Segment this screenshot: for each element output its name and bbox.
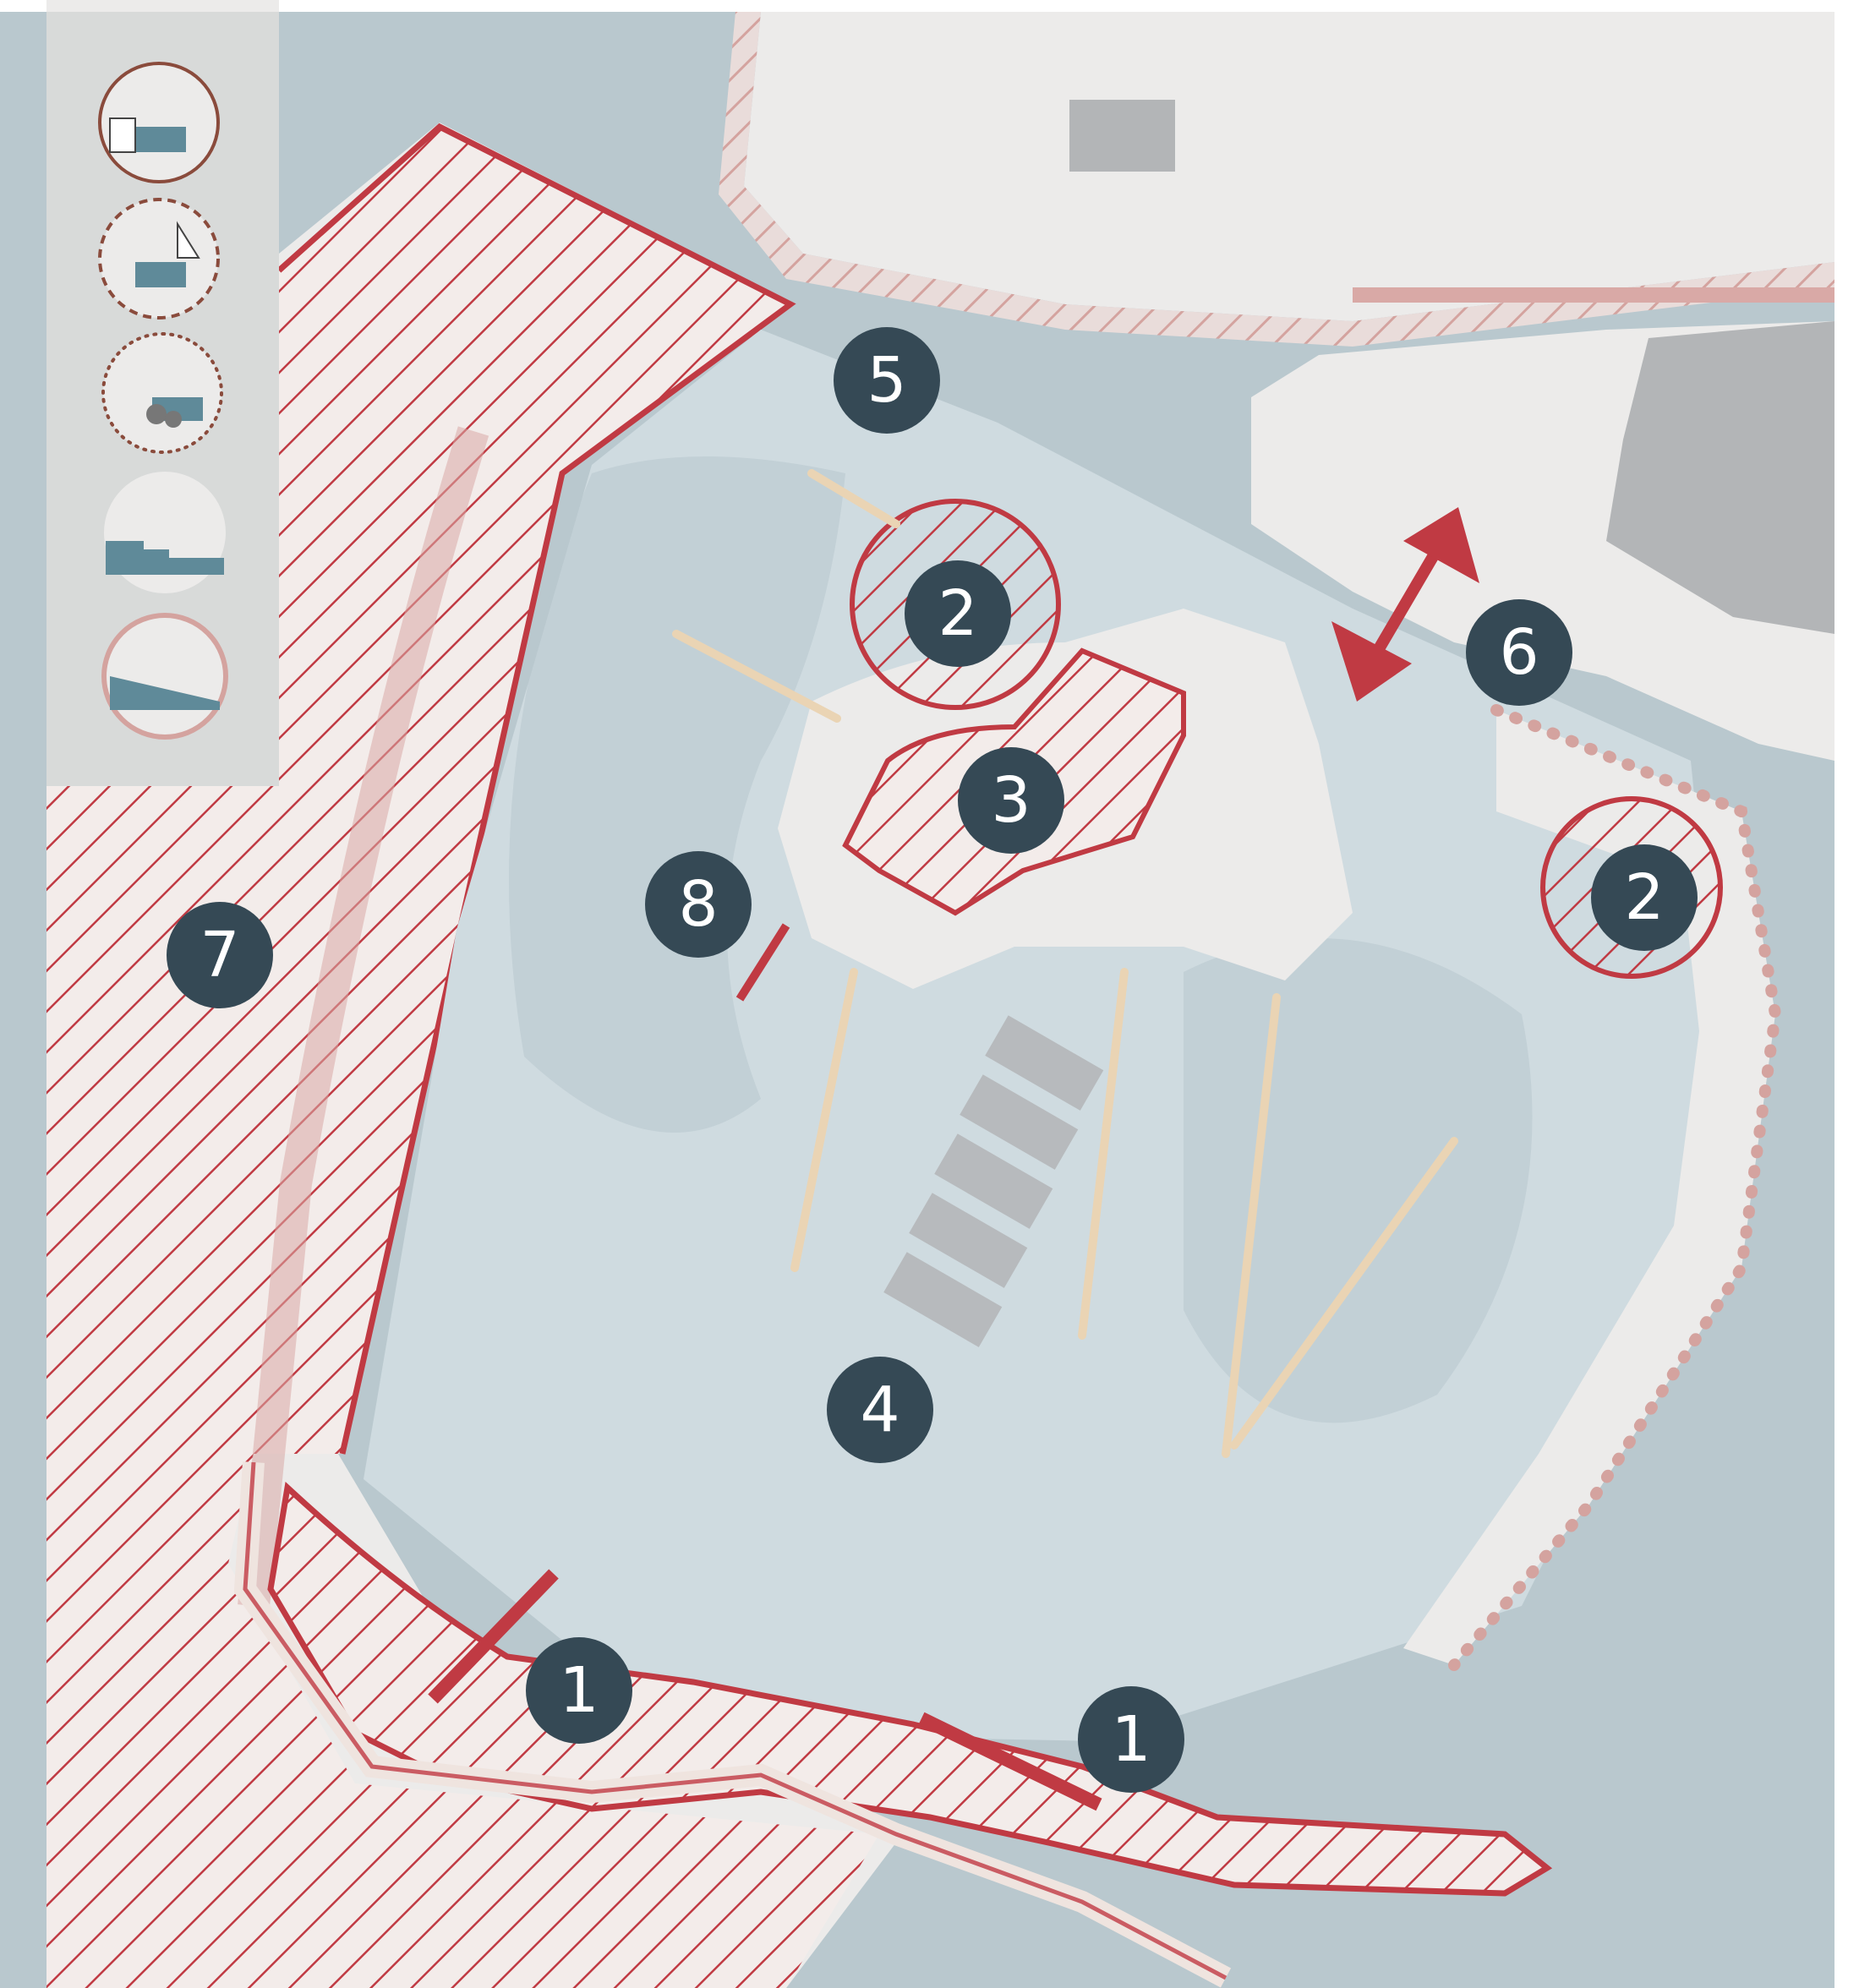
marker-8[interactable]: 8 xyxy=(645,851,752,958)
zone-7-outline xyxy=(276,123,796,1455)
zone-7-pale-band xyxy=(238,426,489,1608)
marker-6[interactable]: 6 xyxy=(1466,599,1572,706)
marker-8-label: 8 xyxy=(678,868,718,941)
east-peninsula xyxy=(1403,710,1775,1665)
marker-5[interactable]: 5 xyxy=(834,327,940,434)
marker-1a-label: 1 xyxy=(559,1654,599,1727)
zone-1-east-barrier xyxy=(918,1712,1102,1811)
white-margin-top xyxy=(0,0,1859,12)
marker-5-label: 5 xyxy=(867,344,906,417)
zone-1-west-barrier xyxy=(428,1569,559,1704)
marker-6-label: 6 xyxy=(1499,616,1539,689)
double-arrow-icon xyxy=(1331,507,1479,702)
marker-2a-label: 2 xyxy=(938,577,977,650)
legend-item-rock-shore xyxy=(101,332,223,454)
marker-2b[interactable]: 2 xyxy=(1591,844,1698,951)
marker-3-label: 3 xyxy=(991,764,1031,837)
east-peninsula-dotted-edge xyxy=(1448,704,1782,1671)
breakwater-path-outline xyxy=(243,1461,1227,1980)
north-quay-strip xyxy=(1353,287,1834,303)
marker-1b[interactable]: 1 xyxy=(1078,1686,1184,1793)
north-building xyxy=(1069,100,1175,172)
marker-2b-label: 2 xyxy=(1624,861,1664,934)
shallow-area-1 xyxy=(509,456,845,1133)
marker-7-label: 7 xyxy=(200,919,239,991)
marker-3[interactable]: 3 xyxy=(958,747,1064,854)
pontoon-blocks xyxy=(883,1015,1104,1347)
piers xyxy=(672,469,1458,1458)
marker-2a[interactable]: 2 xyxy=(905,560,1011,667)
legend-item-quay-boat xyxy=(98,62,220,183)
legend-item-sailboat-quay xyxy=(98,198,220,320)
legend-item-stepped-shore xyxy=(104,472,226,593)
legend-item-gentle-slope xyxy=(101,613,228,740)
marker-4[interactable]: 4 xyxy=(827,1357,933,1463)
marker-4-label: 4 xyxy=(860,1374,899,1446)
northeast-building xyxy=(1606,321,1834,634)
legend-panel xyxy=(46,12,279,786)
north-land-block xyxy=(744,12,1834,321)
white-margin-right xyxy=(1834,0,1859,1988)
marker-1a[interactable]: 1 xyxy=(526,1637,632,1744)
marker-7[interactable]: 7 xyxy=(167,902,273,1008)
marker-1b-label: 1 xyxy=(1111,1703,1151,1776)
zone-8-marker-line xyxy=(735,923,790,1002)
